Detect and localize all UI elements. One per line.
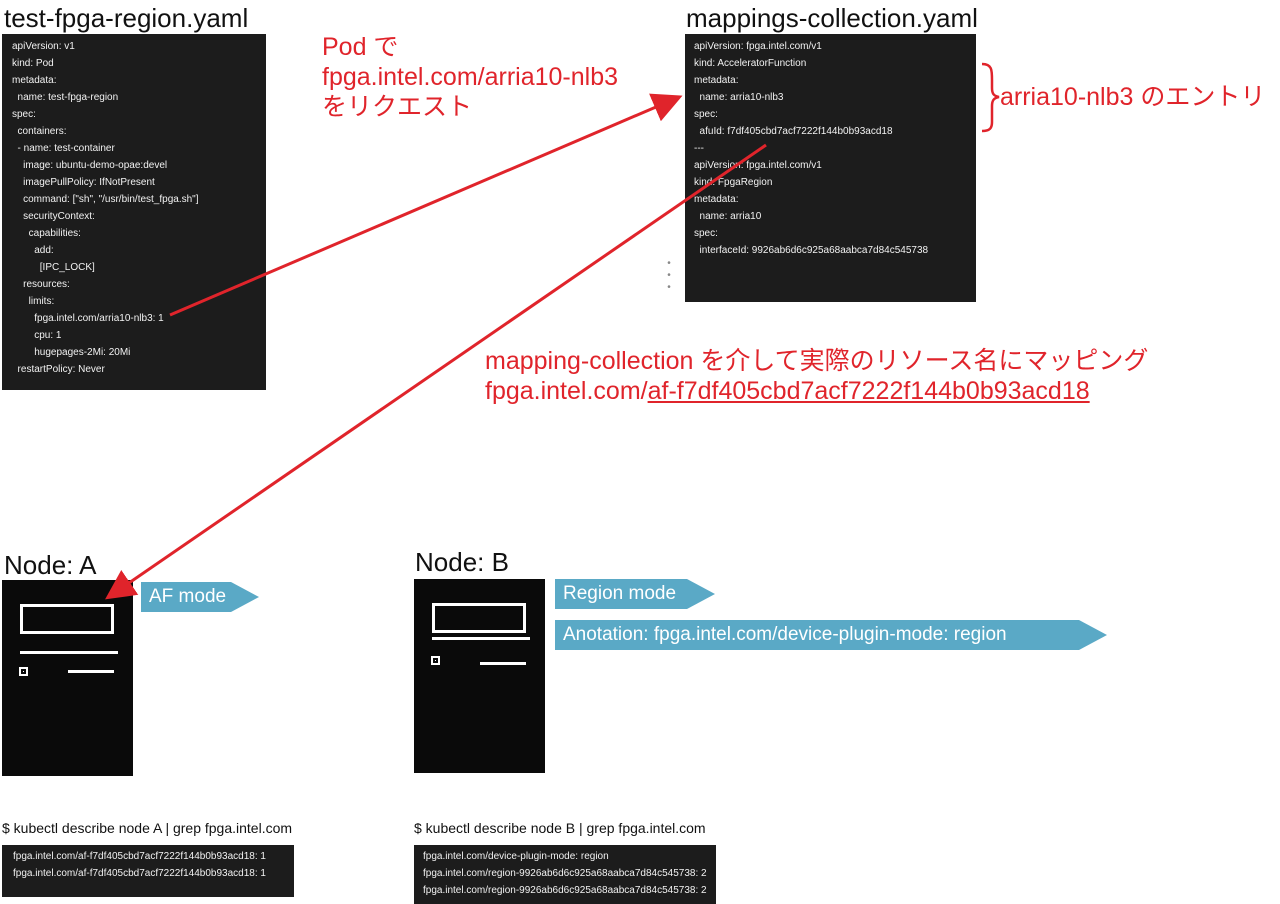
node-b-annotation-tag: Anotation: fpga.intel.com/device-plugin-… xyxy=(555,620,1107,650)
code-line: spec: xyxy=(694,228,718,239)
node-a-server-icon xyxy=(2,580,133,776)
pod-request-annotation: Pod で fpga.intel.com/arria10-nlb3 をリクエスト xyxy=(322,32,618,122)
mapping-resource-name: af-f7df405cbd7acf7222f144b0b93acd18 xyxy=(647,377,1090,405)
server-screen xyxy=(432,603,526,633)
server-bar xyxy=(432,637,530,640)
node-b-label: Node: B xyxy=(415,547,509,577)
node-a-label: Node: A xyxy=(4,550,97,580)
code-line: interfaceId: 9926ab6d6c925a68aabca7d84c5… xyxy=(694,245,929,256)
server-screen xyxy=(20,604,114,634)
entry-annotation: arria10-nlb3 のエントリ xyxy=(1000,83,1266,111)
code-line: - name: test-container xyxy=(12,143,115,154)
server-led-icon xyxy=(19,667,28,676)
code-line: spec: xyxy=(12,109,36,120)
mapping-annotation: mapping-collection を介して実際のリソース名にマッピング fp… xyxy=(485,346,1148,406)
node-b-mode-tag: Region mode xyxy=(555,579,715,609)
code-line: securityContext: xyxy=(12,211,95,222)
code-line: afuId: f7df405cbd7acf7222f144b0b93acd18 xyxy=(694,126,893,137)
mapping-line-2: fpga.intel.com/af-f7df405cbd7acf7222f144… xyxy=(485,376,1148,406)
code-line: metadata: xyxy=(694,194,739,205)
output-line: fpga.intel.com/af-f7df405cbd7acf7222f144… xyxy=(13,868,266,879)
entry-brace-icon xyxy=(981,62,1000,133)
server-slot xyxy=(480,662,526,665)
code-line: name: test-fpga-region xyxy=(12,92,119,103)
node-a-output: fpga.intel.com/af-f7df405cbd7acf7222f144… xyxy=(2,845,294,897)
code-line: metadata: xyxy=(694,75,739,86)
code-line: image: ubuntu-demo-opae:devel xyxy=(12,160,168,171)
code-line: restartPolicy: Never xyxy=(12,364,105,375)
code-line: apiVersion: v1 xyxy=(12,41,75,52)
output-line: fpga.intel.com/region-9926ab6d6c925a68aa… xyxy=(423,885,707,896)
mapping-line-1: mapping-collection を介して実際のリソース名にマッピング xyxy=(485,347,1149,375)
server-bar xyxy=(20,651,118,654)
code-line: [IPC_LOCK] xyxy=(12,262,95,273)
output-line: fpga.intel.com/device-plugin-mode: regio… xyxy=(423,851,609,862)
pod-request-line: Pod で xyxy=(322,33,399,61)
code-line: apiVersion: fpga.intel.com/v1 xyxy=(694,160,822,171)
code-line: command: ["sh", "/usr/bin/test_fpga.sh"] xyxy=(12,194,199,205)
code-line: --- xyxy=(694,143,704,154)
code-line: metadata: xyxy=(12,75,57,86)
output-line: fpga.intel.com/region-9926ab6d6c925a68aa… xyxy=(423,868,707,879)
code-line: kind: AcceleratorFunction xyxy=(694,58,807,69)
node-b-server-icon xyxy=(414,579,545,773)
node-b-output: fpga.intel.com/device-plugin-mode: regio… xyxy=(414,845,716,904)
code-line: spec: xyxy=(694,109,718,120)
server-slot xyxy=(68,670,114,673)
code-line: name: arria10 xyxy=(694,211,762,222)
code-line: containers: xyxy=(12,126,67,137)
code-line: apiVersion: fpga.intel.com/v1 xyxy=(694,41,822,52)
scroll-dots-icon: ••• xyxy=(667,258,671,293)
mapping-prefix: fpga.intel.com/ xyxy=(485,377,648,405)
code-line: limits: xyxy=(12,296,55,307)
code-line: add: xyxy=(12,245,54,256)
right-yaml-code: apiVersion: fpga.intel.com/v1 kind: Acce… xyxy=(685,34,976,302)
pod-request-line: fpga.intel.com/arria10-nlb3 xyxy=(322,63,618,91)
code-line: kind: Pod xyxy=(12,58,54,69)
node-a-mode-tag: AF mode xyxy=(141,582,259,612)
code-line: capabilities: xyxy=(12,228,81,239)
code-line: kind: FpgaRegion xyxy=(694,177,773,188)
left-yaml-title: test-fpga-region.yaml xyxy=(4,3,249,33)
pod-request-line: をリクエスト xyxy=(322,93,473,121)
server-led-icon xyxy=(431,656,440,665)
code-line: resources: xyxy=(12,279,70,290)
code-line: name: arria10-nlb3 xyxy=(694,92,784,103)
node-a-command: $ kubectl describe node A | grep fpga.in… xyxy=(2,820,293,836)
code-line: hugepages-2Mi: 20Mi xyxy=(12,347,131,358)
left-yaml-code: apiVersion: v1 kind: Pod metadata: name:… xyxy=(2,34,266,390)
output-line: fpga.intel.com/af-f7df405cbd7acf7222f144… xyxy=(13,851,266,862)
node-b-command: $ kubectl describe node B | grep fpga.in… xyxy=(414,820,706,836)
right-yaml-title: mappings-collection.yaml xyxy=(686,3,978,33)
code-line: cpu: 1 xyxy=(12,330,62,341)
code-line: imagePullPolicy: IfNotPresent xyxy=(12,177,155,188)
code-line: fpga.intel.com/arria10-nlb3: 1 xyxy=(12,313,164,324)
